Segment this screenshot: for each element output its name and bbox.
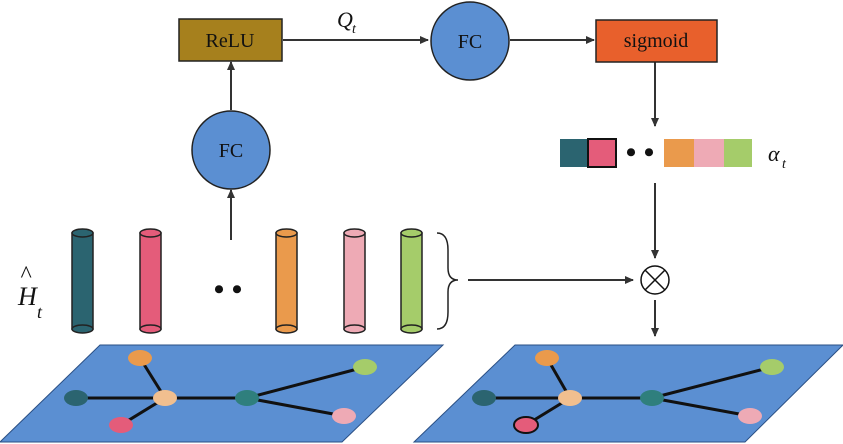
- cylinder-light-pink: [343, 228, 366, 334]
- output-graph: [412, 344, 843, 443]
- q-subscript: t: [352, 22, 357, 37]
- graph-node: [558, 390, 582, 406]
- h-subscript: t: [37, 302, 43, 322]
- input-graph: [0, 344, 445, 443]
- weights-ellipsis: • •: [626, 136, 655, 169]
- q-t-label: Q t: [337, 7, 357, 37]
- graph-node-highlighted: [513, 416, 539, 434]
- multiply-node: [640, 265, 670, 295]
- graph-node: [235, 390, 259, 406]
- h-hat-t-label: ^ H t: [17, 262, 43, 322]
- h-hat-accent: ^: [20, 262, 32, 288]
- graph-node: [332, 408, 356, 424]
- graph-node: [738, 408, 762, 424]
- relu-node: ReLU: [178, 18, 283, 62]
- relu-label: ReLU: [206, 30, 255, 52]
- alpha-subscript: t: [782, 157, 787, 172]
- alpha-symbol: α: [768, 141, 780, 166]
- attention-weights: • •: [560, 136, 752, 169]
- graph-node: [128, 350, 152, 366]
- weight-cell: [587, 138, 617, 168]
- right-brace: [436, 232, 459, 330]
- cylinders-ellipsis: • •: [214, 273, 243, 306]
- weight-cell: [560, 139, 588, 167]
- fc-top-label: FC: [458, 31, 482, 53]
- feature-cylinders: [71, 228, 423, 334]
- cylinder-pink-red: [139, 228, 162, 334]
- graph-node: [153, 390, 177, 406]
- fc-top-node: FC: [430, 1, 510, 81]
- cylinder-orange: [275, 228, 298, 334]
- alpha-t-label: α t: [768, 141, 787, 172]
- fc-left-label: FC: [219, 140, 243, 162]
- cylinder-green: [400, 228, 423, 334]
- weight-cell: [724, 139, 752, 167]
- arrows: [227, 36, 659, 337]
- q-symbol: Q: [337, 7, 353, 32]
- fc-left-node: FC: [191, 110, 271, 190]
- sigmoid-label: sigmoid: [624, 30, 688, 52]
- graph-node: [109, 417, 133, 433]
- h-symbol: H: [17, 282, 38, 311]
- weight-cell: [694, 139, 724, 167]
- graph-node: [535, 350, 559, 366]
- graph-node: [640, 390, 664, 406]
- graph-node: [353, 359, 377, 375]
- cylinder-teal: [71, 228, 94, 334]
- graph-node: [472, 390, 496, 406]
- sigmoid-node: sigmoid: [595, 19, 718, 63]
- graph-node: [760, 359, 784, 375]
- graph-node: [64, 390, 88, 406]
- weight-cell: [664, 139, 694, 167]
